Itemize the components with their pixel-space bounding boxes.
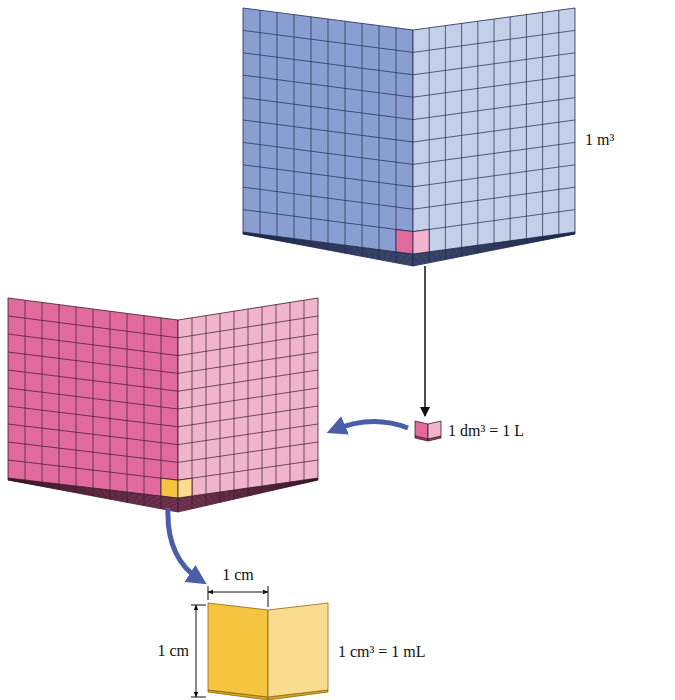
grid-line [178, 388, 318, 409]
grid-lines [243, 10, 413, 252]
grid-line [276, 305, 277, 484]
grid-line [558, 10, 559, 234]
grid-line [144, 316, 145, 494]
cube-left-face [415, 421, 428, 439]
dimension-tick [208, 586, 209, 600]
curved-arrow [334, 421, 408, 430]
grid-line [362, 247, 363, 256]
grid-line [413, 120, 575, 142]
cube-right-face [178, 298, 318, 498]
grid-lines [8, 300, 178, 496]
grid-line [345, 21, 346, 245]
dimension-tick [191, 605, 206, 606]
grid-line [379, 26, 380, 250]
grid-line [8, 388, 178, 409]
grid-line [243, 210, 413, 232]
cube-drawings [8, 8, 575, 700]
grid-line [127, 492, 128, 502]
grid-line [262, 307, 263, 486]
grid-lines [178, 300, 318, 496]
dimension-tick [268, 586, 269, 607]
grid-line [396, 252, 397, 263]
dimension-tick [191, 697, 206, 698]
cube-left-face [8, 298, 178, 498]
grid-line [178, 424, 318, 445]
grid-line [161, 496, 162, 509]
grid-line [243, 165, 413, 187]
dimension-line [208, 592, 268, 593]
grid-line [8, 442, 178, 462]
grid-line [178, 406, 318, 427]
grid-line [110, 311, 111, 490]
cube-left-face [243, 8, 413, 254]
grid-line [243, 187, 413, 209]
grid-line [161, 318, 162, 496]
grid-line [413, 165, 575, 187]
pointer-arrow [424, 266, 426, 416]
grid-line [178, 460, 318, 480]
grid-line [413, 210, 575, 232]
grid-line [144, 494, 145, 506]
grid-line [379, 250, 380, 260]
grid-line [304, 300, 305, 480]
grid-line [290, 302, 291, 482]
grid-line [243, 142, 413, 164]
volume-label: 1 cm³ = 1 mL [338, 643, 426, 661]
dimension-label: 1 cm [157, 642, 189, 660]
grid-line [396, 28, 397, 252]
grid-line [127, 313, 128, 492]
grid-line [8, 424, 178, 445]
grid-line [362, 23, 363, 247]
grid-line [243, 120, 413, 142]
highlight-cell [178, 478, 192, 498]
curved-arrow [168, 508, 200, 580]
cube-right-face [268, 603, 328, 697]
grid-line [413, 187, 575, 209]
highlight-cell [413, 229, 429, 254]
grid-line [510, 17, 511, 241]
grid-line [542, 12, 543, 236]
highlight-cell [161, 478, 178, 498]
grid-line [110, 490, 111, 499]
grid-line [8, 406, 178, 427]
cube-right-face [413, 8, 575, 254]
dimension-label: 1 cm [222, 566, 254, 584]
grid-line [526, 15, 527, 239]
grid-lines [413, 10, 575, 252]
grid-line [8, 460, 178, 480]
highlight-cell [396, 229, 413, 254]
dimension-line [196, 605, 197, 697]
cube-left-face [208, 603, 268, 697]
volume-label: 1 m³ [585, 131, 614, 149]
grid-line [178, 442, 318, 462]
grid-line [413, 142, 575, 164]
cube-right-face [428, 421, 441, 439]
volume-label: 1 dm³ = 1 L [448, 422, 524, 440]
